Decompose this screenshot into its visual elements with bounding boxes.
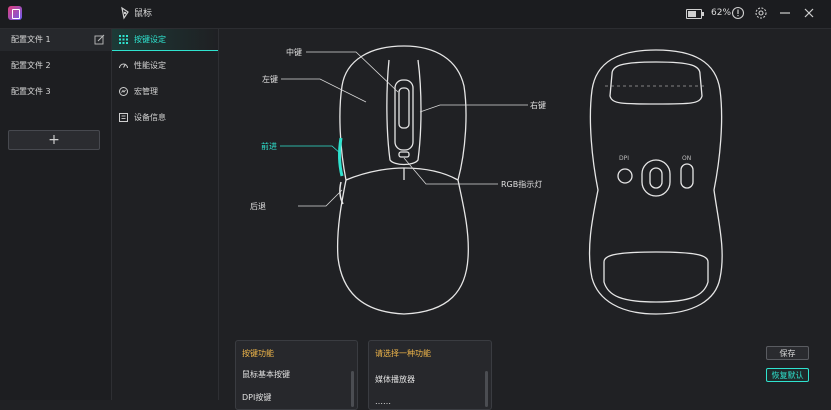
profile-label: 配置文件 1 <box>11 35 51 44</box>
panel-title: 请选择一种功能 <box>375 349 431 358</box>
title-bar: 鼠标 62% <box>0 0 831 29</box>
panel-title: 按键功能 <box>242 349 274 358</box>
app-logo-icon <box>8 6 22 20</box>
nav-item-key-settings[interactable]: 按键设定 <box>112 29 218 51</box>
power-switch-label: ON <box>682 155 692 162</box>
choose-function-panel: 请选择一种功能 媒体播放器 …… <box>368 340 492 410</box>
profile-label: 配置文件 2 <box>11 61 51 70</box>
save-button[interactable]: 保存 <box>766 346 809 360</box>
minimize-icon[interactable] <box>778 6 792 20</box>
nav-label: 按键设定 <box>134 35 166 44</box>
mouse-top-view <box>336 45 469 315</box>
callout-left-button: 左键 <box>262 75 278 84</box>
scrollbar[interactable] <box>485 371 488 407</box>
battery-percent: 62% <box>711 8 732 18</box>
callout-rgb-indicator: RGB指示灯 <box>501 180 543 189</box>
profile-sidebar: 配置文件 1 配置文件 2 配置文件 3 + <box>0 29 112 400</box>
dpi-switch-label: DPI <box>619 155 630 162</box>
nav-label: 设备信息 <box>134 113 166 122</box>
option-basic-mouse-keys[interactable]: 鼠标基本按键 <box>242 370 290 379</box>
settings-nav: 按键设定 性能设定 宏管理 设备信息 <box>112 29 219 400</box>
option-dpi-keys[interactable]: DPI按键 <box>242 393 272 402</box>
performance-gauge-icon <box>119 63 128 69</box>
nav-label: 宏管理 <box>134 87 158 96</box>
nav-item-performance[interactable]: 性能设定 <box>112 55 218 77</box>
keys-grid-icon <box>119 35 128 44</box>
callout-forward-button: 前进 <box>261 142 277 151</box>
profile-item-3[interactable]: 配置文件 3 <box>0 81 111 103</box>
nav-item-device-info[interactable]: 设备信息 <box>112 107 218 129</box>
option-more[interactable]: …… <box>375 397 391 406</box>
window-title: 鼠标 <box>134 9 153 19</box>
forward-button-highlight <box>338 137 344 177</box>
device-info-icon <box>119 113 128 122</box>
alert-icon[interactable] <box>731 6 745 20</box>
macro-icon <box>119 87 128 96</box>
battery-icon <box>686 9 704 19</box>
restore-default-button[interactable]: 恢复默认 <box>766 368 809 382</box>
mouse-diagram <box>280 45 723 315</box>
callout-back-button: 后退 <box>250 202 266 211</box>
mouse-bottom-view <box>588 49 723 315</box>
callout-middle-button: 中键 <box>286 48 302 57</box>
gear-icon[interactable] <box>754 6 768 20</box>
nav-label: 性能设定 <box>134 61 166 70</box>
scrollbar[interactable] <box>351 371 354 407</box>
main-content: 中键 左键 右键 前进 后退 RGB指示灯 DPI ON <box>219 29 831 400</box>
add-profile-button[interactable]: + <box>8 130 100 150</box>
profile-item-2[interactable]: 配置文件 2 <box>0 55 111 77</box>
close-icon[interactable] <box>802 6 816 20</box>
edit-icon[interactable] <box>94 34 105 45</box>
back-button-outline <box>339 181 344 205</box>
mouse-icon <box>121 6 129 20</box>
profile-item-1[interactable]: 配置文件 1 <box>0 29 111 51</box>
option-media-player[interactable]: 媒体播放器 <box>375 375 415 384</box>
profile-label: 配置文件 3 <box>11 87 51 96</box>
nav-item-macro[interactable]: 宏管理 <box>112 81 218 103</box>
callout-right-button: 右键 <box>530 101 546 110</box>
